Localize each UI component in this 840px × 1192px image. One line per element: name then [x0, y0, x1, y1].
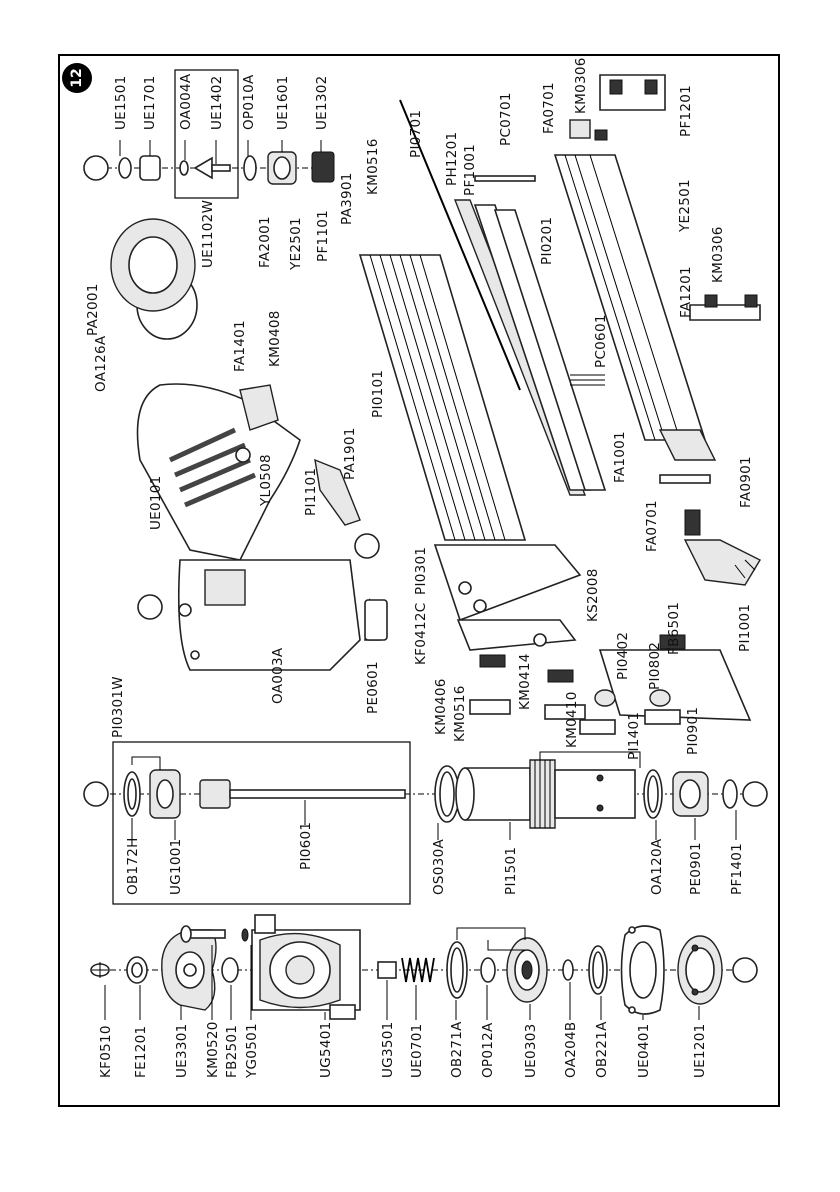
ref-circle-f [732, 957, 758, 983]
leader-lines [104, 140, 737, 1020]
label-pf1001: PF1001 [462, 144, 478, 196]
label-pi0901: PI0901 [685, 707, 701, 755]
label-pa1901: PA1901 [342, 427, 358, 480]
inset-box-pi0301w [112, 741, 411, 905]
figure-number: 12 [69, 68, 85, 87]
housing-body [110, 218, 388, 671]
label-km0306-top: KM0306 [573, 57, 589, 114]
label-ug5401: UG5401 [318, 1022, 334, 1079]
label-ue1201: UE1201 [692, 1023, 708, 1078]
label-op010a: OP010A [241, 74, 257, 130]
label-pi1001: PI1001 [737, 604, 753, 652]
ref-circle-a [83, 155, 109, 181]
label-ue1601: UE1601 [275, 75, 291, 130]
label-km0414: KM0414 [517, 653, 533, 710]
ref-circle-c [137, 594, 163, 620]
label-km0306-right: KM0306 [710, 226, 726, 283]
label-km0406: KM0406 [433, 678, 449, 735]
label-oa120a: OA120A [649, 838, 665, 895]
label-oa204b: OA204B [563, 1022, 579, 1078]
label-ue0401: UE0401 [636, 1023, 652, 1078]
label-km0408: KM0408 [267, 310, 283, 367]
part-labels: UE1501 UE1701 OA004A UE1402 OP010A UE160… [85, 57, 754, 1079]
label-km0520: KM0520 [205, 1021, 221, 1078]
label-fa1001: FA1001 [612, 431, 628, 483]
label-pi0802: PI0802 [647, 642, 663, 690]
label-pf1401: PF1401 [729, 843, 745, 895]
ref-circle-b [83, 781, 109, 807]
label-ye2501: YE2501 [288, 217, 304, 271]
label-ue3301: UE3301 [174, 1023, 190, 1078]
label-fa1401: FA1401 [232, 320, 248, 372]
label-oa003a: OA003A [270, 647, 286, 704]
inset-box-ue1102w [174, 69, 239, 199]
label-km0410: KM0410 [564, 691, 580, 748]
middle-row-parts [123, 751, 738, 829]
bracket-ob271a [456, 927, 526, 951]
label-pe0901: PE0901 [688, 842, 704, 895]
label-ob271a: OB271A [449, 1021, 465, 1078]
label-km0516: KM0516 [452, 685, 468, 742]
label-fa0901: FA0901 [738, 456, 754, 508]
label-pc0601: PC0601 [593, 314, 609, 368]
label-ue1402: UE1402 [209, 75, 225, 130]
label-yl0508: YL0508 [258, 454, 274, 507]
label-fa0701-bottom: FA0701 [644, 500, 660, 552]
label-fe1201: FE1201 [133, 1026, 149, 1078]
label-yg0501: YG0501 [244, 1023, 260, 1079]
label-pi0601: PI0601 [298, 822, 314, 870]
label-fa2001: FA2001 [257, 216, 273, 268]
label-oa004a: OA004A [178, 73, 194, 130]
label-op012a: OP012A [480, 1022, 496, 1078]
magazine-assembly [358, 74, 761, 586]
label-fb2501: FB2501 [224, 1025, 240, 1078]
label-pi1401: PI1401 [626, 712, 642, 760]
ref-circle-d [354, 533, 380, 559]
label-ob172h: OB172H [125, 837, 141, 895]
label-ug1001: UG1001 [168, 839, 184, 896]
label-pf1201: PF1201 [678, 85, 694, 137]
label-ue1501: UE1501 [113, 75, 129, 130]
label-ue1701: UE1701 [142, 75, 158, 130]
label-ue0701: UE0701 [409, 1023, 425, 1078]
figure-number-badge: 12 [62, 63, 92, 93]
label-ye2501-right: YE2501 [677, 179, 693, 233]
label-pi1101: PI1101 [303, 468, 319, 516]
label-ug3501: UG3501 [380, 1022, 396, 1079]
label-ks2008: KS2008 [585, 568, 601, 622]
nose-assembly [433, 544, 752, 735]
label-ue0303: UE0303 [523, 1023, 539, 1078]
label-ue1102w: UE1102W [200, 200, 216, 268]
label-pi0101: PI0101 [370, 370, 386, 418]
label-ue1302: UE1302 [314, 75, 330, 130]
label-pc0701: PC0701 [498, 92, 514, 146]
label-kf0510: KF0510 [98, 1025, 114, 1078]
label-pi1501: PI1501 [503, 847, 519, 895]
label-pe0601: PE0601 [365, 661, 381, 714]
bottom-row-parts [90, 914, 723, 1020]
label-pi0301w: PI0301W [110, 676, 126, 738]
label-ue0101: UE0101 [148, 475, 164, 530]
label-pi0201: PI0201 [539, 217, 555, 265]
label-oa126a: OA126A [93, 335, 109, 392]
label-kf0412c: KF0412C [413, 602, 429, 665]
label-pi0301: PI0301 [413, 547, 429, 595]
top-row-parts [118, 151, 335, 185]
label-fa1201: FA1201 [678, 266, 694, 318]
ref-circle-e [742, 781, 768, 807]
label-pa2001: PA2001 [85, 283, 101, 336]
label-os030a: OS030A [431, 839, 447, 895]
label-km0516-top: KM0516 [365, 138, 381, 195]
label-fb6501: FB6501 [666, 602, 682, 655]
label-pf1101: PF1101 [315, 210, 331, 262]
diagram-frame [58, 54, 780, 1107]
label-fa0701-top: FA0701 [541, 82, 557, 134]
label-pa3901: PA3901 [339, 172, 355, 225]
label-pi0701: PI0701 [408, 110, 424, 158]
label-ob221a: OB221A [594, 1021, 610, 1078]
label-ph1201: PH1201 [444, 132, 460, 186]
label-pi0402: PI0402 [615, 632, 631, 680]
